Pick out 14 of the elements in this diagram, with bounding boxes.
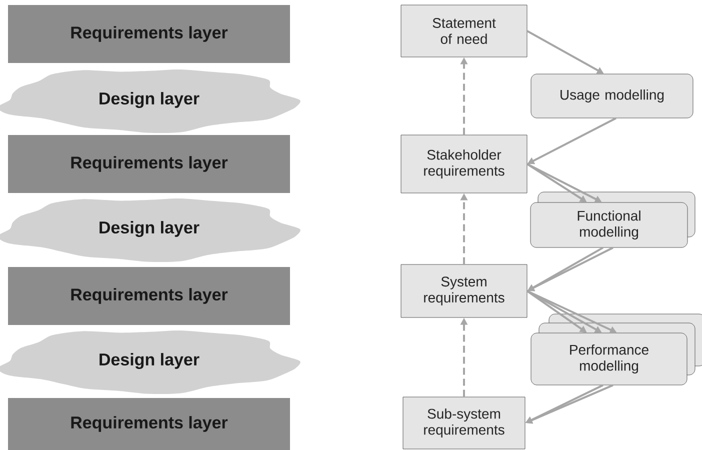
- requirements-box: Statement of need: [400, 4, 528, 58]
- requirements-box: Stakeholder requirements: [400, 134, 528, 194]
- requirements-band: Requirements layer: [8, 135, 290, 193]
- design-cloud: Design layer: [0, 198, 300, 262]
- requirements-band: Requirements layer: [8, 398, 290, 450]
- requirements-box: Sub-system requirements: [402, 396, 526, 450]
- design-cloud: Design layer: [0, 70, 300, 134]
- stacked-modelling-box: Functional modelling: [530, 192, 696, 248]
- stacked-modelling-box: Performance modelling: [530, 314, 702, 386]
- requirements-band: Requirements layer: [8, 267, 290, 325]
- modelling-box: Usage modelling: [530, 74, 694, 118]
- requirements-band: Requirements layer: [8, 5, 290, 63]
- requirements-box: System requirements: [400, 264, 528, 318]
- design-cloud: Design layer: [0, 330, 300, 394]
